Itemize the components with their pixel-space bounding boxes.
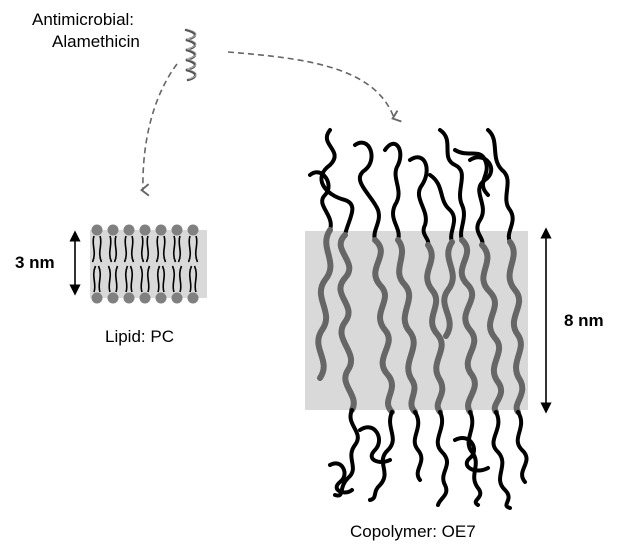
lipid-head [187, 224, 199, 236]
lipid-head [91, 224, 103, 236]
lipid-tail [162, 235, 167, 263]
lipid-tail [123, 235, 128, 263]
lipid-tail [155, 235, 160, 263]
top-hydrophilic-chains [308, 128, 515, 247]
copolymer-thickness-label: 8 nm [564, 311, 604, 330]
lipid-head [171, 292, 183, 304]
copolymer-membrane [305, 128, 529, 510]
lipid-bilayer [90, 224, 207, 304]
lipid-tail [146, 265, 151, 293]
lipid-tail [187, 235, 192, 263]
lipid-tail [124, 265, 129, 293]
lipid-tail [130, 235, 135, 263]
lipid-label: Lipid: PC [105, 327, 174, 346]
lipid-head [107, 224, 119, 236]
arrow-to-lipid [140, 63, 178, 197]
lipid-tail [178, 265, 183, 293]
lipid-head [91, 292, 103, 304]
lipid-tail [139, 265, 144, 293]
lipid-tail [97, 265, 102, 293]
lipid-tail [91, 235, 96, 263]
lipid-tail [161, 265, 166, 293]
lipid-head [187, 292, 199, 304]
lipid-tail [113, 235, 118, 263]
lipid-tail [140, 235, 145, 263]
alamethicin-helix-icon [184, 28, 197, 82]
lipid-tail [194, 235, 199, 263]
lipid-head [139, 224, 151, 236]
hydrophobic-core-chains [315, 227, 526, 415]
lipid-head [139, 292, 151, 304]
lipid-tail [98, 235, 103, 263]
copolymer-label: Copolymer: OE7 [350, 522, 476, 541]
lipid-thickness-label: 3 nm [15, 253, 55, 272]
lipid-tail [171, 265, 176, 293]
lipid-tail [156, 265, 161, 293]
antimicrobial-label-line2: Alamethicin [52, 32, 140, 51]
lipid-tail [107, 265, 112, 293]
bottom-hydrophilic-chains [328, 408, 529, 510]
lipid-head [155, 292, 167, 304]
lipid-tail [193, 265, 198, 293]
lipid-head [107, 292, 119, 304]
antimicrobial-label-line1: Antimicrobial: [32, 10, 135, 29]
lipid-tail [145, 235, 150, 263]
lipid-head [171, 224, 183, 236]
lipid-tail [172, 235, 177, 263]
lipid-tail [129, 265, 134, 293]
lipid-tail [92, 265, 97, 293]
lipid-head [123, 292, 135, 304]
arrow-to-copolymer [227, 51, 402, 123]
lipid-head [155, 224, 167, 236]
lipid-head [123, 224, 135, 236]
lipid-tail [108, 235, 113, 263]
lipid-tail [177, 235, 182, 263]
lipid-tail [188, 265, 193, 293]
lipid-tail [114, 265, 119, 293]
